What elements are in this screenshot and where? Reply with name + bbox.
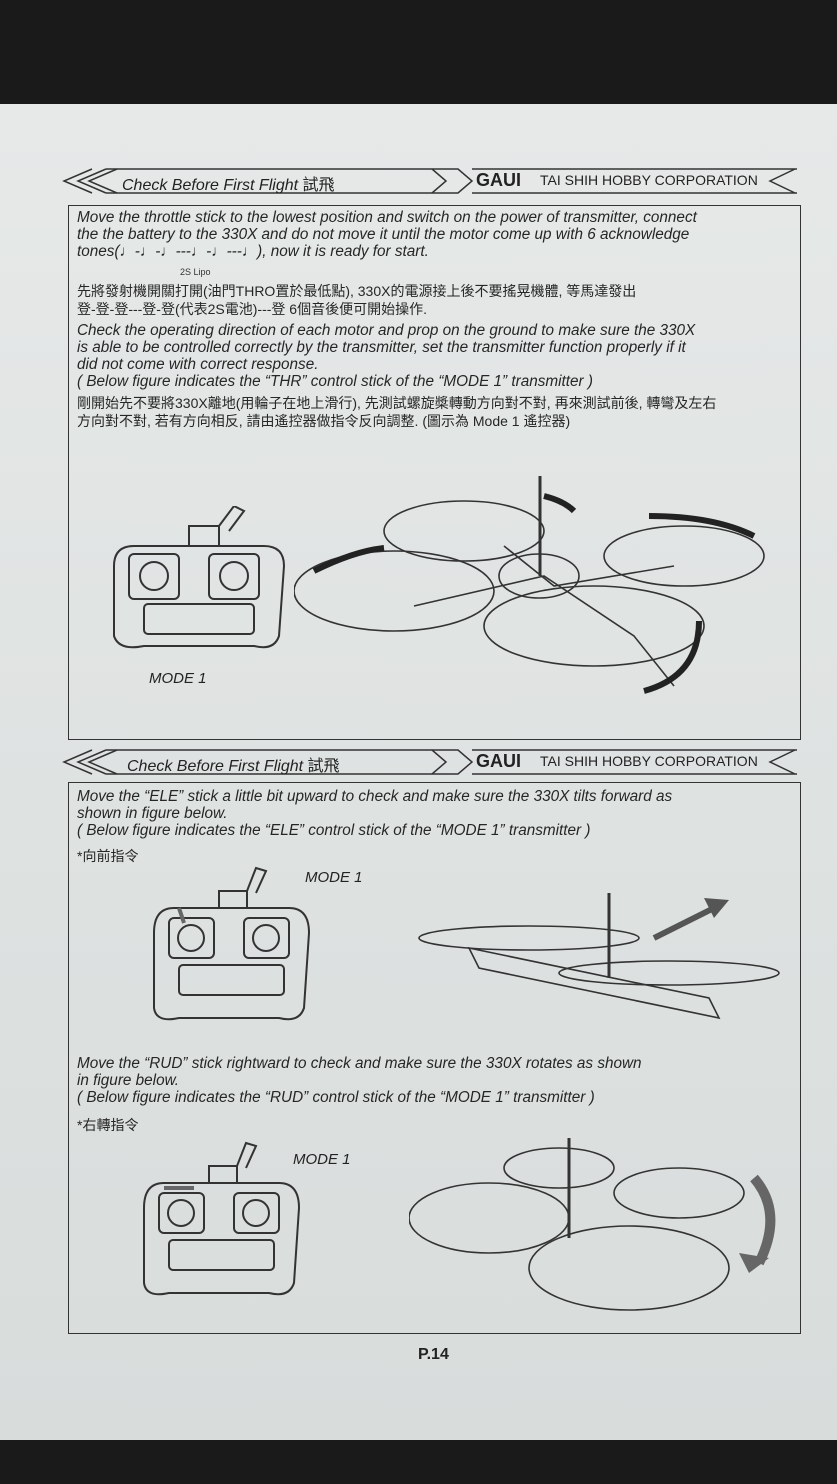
quadcopter-illustration — [294, 476, 765, 694]
header-frame-icon — [62, 168, 797, 194]
company-name: TAI SHIH HOBBY CORPORATION — [540, 753, 758, 769]
throttle-instructions-zh: 先將發射機開關打開(油門THRO置於最低點), 330X的電源接上後不要搖晃機體… — [77, 283, 637, 317]
ele-quadcopter-illustration — [418, 893, 780, 1020]
rud-quadcopter-illustration — [409, 1138, 776, 1311]
header-frame-icon — [62, 749, 797, 775]
page-number: P.14 — [418, 1346, 449, 1363]
rud-instructions-zh: *右轉指令 — [77, 1117, 139, 1133]
ele-mode-label: MODE 1 — [305, 869, 363, 886]
company-name: TAI SHIH HOBBY CORPORATION — [540, 172, 758, 188]
throttle-instructions: Move the throttle stick to the lowest po… — [77, 209, 697, 260]
section1-box: Move the throttle stick to the lowest po… — [68, 205, 801, 740]
direction-check-zh: 剛開始先不要將330X離地(用輪子在地上滑行), 先測試螺旋槳轉動方向對不對, … — [77, 395, 717, 429]
header-title: Check Before First Flight 試飛 — [122, 177, 335, 194]
mode-label: MODE 1 — [149, 670, 207, 687]
rud-instructions: Move the “RUD” stick rightward to check … — [77, 1055, 642, 1106]
header-title: Check Before First Flight 試飛 — [127, 758, 340, 775]
transmitter-illustration — [113, 506, 286, 649]
ele-instructions: Move the “ELE” stick a little bit upward… — [77, 788, 673, 839]
ele-transmitter-illustration — [153, 866, 311, 1021]
rud-transmitter-illustration — [143, 1141, 301, 1296]
brand-logo: GAUI — [476, 170, 521, 190]
ele-instructions-zh: *向前指令 — [77, 848, 139, 864]
brand-logo: GAUI — [476, 751, 521, 771]
section-header: Check Before First Flight 試飛 GAUI TAI SH… — [62, 748, 797, 776]
section-header: Check Before First Flight 試飛 GAUI TAI SH… — [62, 167, 797, 195]
lipo-note: 2S Lipo — [180, 267, 211, 277]
rud-mode-label: MODE 1 — [293, 1151, 351, 1168]
section2-box: Move the “ELE” stick a little bit upward… — [68, 782, 801, 1334]
direction-check-instructions: Check the operating direction of each mo… — [77, 322, 696, 390]
